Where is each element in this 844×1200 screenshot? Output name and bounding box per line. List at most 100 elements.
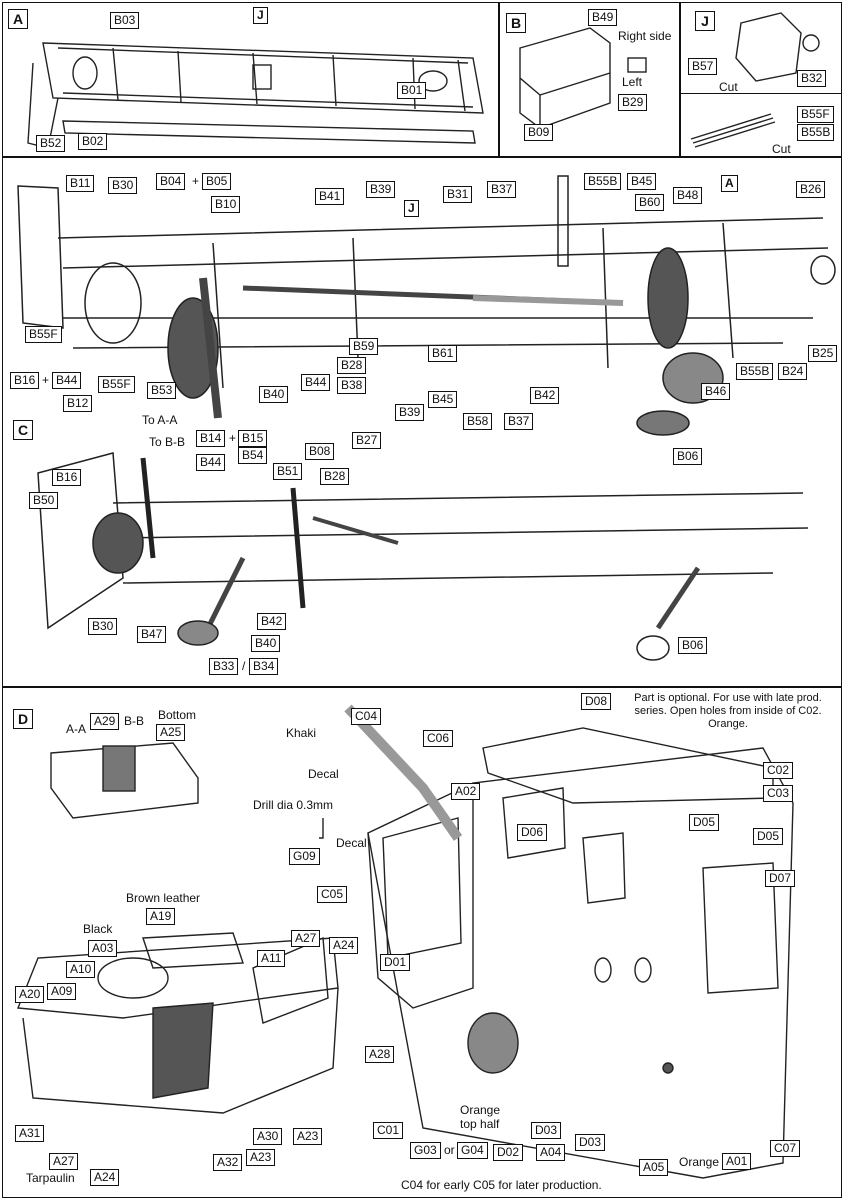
ref-b45-mid: B45 [428, 391, 458, 408]
ref-a29: A29 [90, 713, 120, 730]
ref-b02: B02 [78, 133, 108, 150]
ref-b41: B41 [315, 188, 345, 205]
ref-b61: B61 [428, 345, 458, 362]
ref-g04: G04 [457, 1142, 488, 1159]
ref-b28-c: B28 [320, 468, 350, 485]
note-b-b: B-B [124, 714, 145, 728]
ref-b08: B08 [305, 443, 335, 460]
note-drill: Drill dia 0.3mm [253, 798, 334, 812]
note-khaki: Khaki [286, 726, 317, 740]
note-optional: Part is optional. For use with late prod… [634, 692, 822, 730]
ref-b42-c: B42 [257, 613, 287, 630]
ref-b52: B52 [36, 135, 66, 152]
note-decal-1: Decal [308, 767, 339, 781]
cab-assembly-drawing [17, 704, 794, 1179]
ref-b53: B53 [147, 382, 177, 399]
ref-d01: D01 [380, 954, 411, 971]
ref-b47: B47 [137, 626, 167, 643]
ref-g09: G09 [289, 848, 320, 865]
ref-b38: B38 [337, 377, 367, 394]
ref-b55b-top: B55B [584, 173, 622, 190]
ref-b39-bot: B39 [395, 404, 425, 421]
section-letter-d: D [13, 709, 33, 729]
ref-j: J [253, 7, 268, 24]
ref-a27-top: A27 [291, 930, 321, 947]
ref-b03: B03 [110, 12, 140, 29]
ref-b55f-mid: B55F [98, 376, 135, 393]
ref-a25: A25 [156, 724, 186, 741]
ref-b30: B30 [108, 177, 138, 194]
ref-b40-c: B40 [251, 635, 281, 652]
spring-drawing [690, 113, 776, 148]
ref-b55f-j: B55F [797, 106, 834, 123]
section-letter-c: C [13, 420, 33, 440]
ref-a31: A31 [15, 1125, 45, 1142]
ref-b45-top: B45 [627, 173, 657, 190]
section-letter-a: A [8, 9, 28, 29]
ref-c05: C05 [317, 886, 348, 903]
note-orange: Orange [679, 1155, 720, 1169]
ref-a32: A32 [213, 1154, 243, 1171]
ref-b12: B12 [63, 395, 93, 412]
ref-b34: B34 [249, 658, 279, 675]
ref-d05-b: D05 [753, 828, 784, 845]
ref-b25: B25 [808, 345, 838, 362]
ref-a10: A10 [66, 961, 96, 978]
ref-d08: D08 [581, 693, 612, 710]
note-tarpaulin: Tarpaulin [26, 1171, 75, 1185]
ref-b60: B60 [635, 194, 665, 211]
note-black: Black [83, 922, 113, 936]
ref-a27-bot: A27 [49, 1153, 79, 1170]
ref-b46: B46 [701, 383, 731, 400]
note-decal-2: Decal [336, 836, 367, 850]
note-to-a-a: To A-A [142, 413, 178, 427]
ref-b57: B57 [688, 58, 718, 75]
ref-b39-top: B39 [366, 181, 396, 198]
ref-b10: B10 [211, 196, 241, 213]
ref-b49: B49 [588, 9, 618, 26]
ref-a05: A05 [639, 1159, 669, 1176]
section-letter-b: B [506, 13, 526, 33]
chassis-assembly-drawing [17, 175, 836, 661]
ref-j-main: J [404, 200, 419, 217]
ref-c07: C07 [770, 1140, 801, 1157]
note-orange-top-half: Orange top half [460, 1103, 501, 1131]
ref-b32: B32 [797, 70, 827, 87]
ref-b06-bot: B06 [678, 637, 708, 654]
ref-d03-b: D03 [575, 1134, 606, 1151]
ref-g03: G03 [410, 1142, 441, 1159]
panel-j-springs: B55F B55B Cut [680, 93, 842, 157]
ref-b16-c: B16 [52, 469, 82, 486]
panel-b: B B49 Right side Left B29 B09 [499, 2, 680, 157]
ref-b50: B50 [29, 492, 59, 509]
ref-b01: B01 [397, 82, 427, 99]
ref-d03-a: D03 [531, 1122, 562, 1139]
ref-c04: C04 [351, 708, 382, 725]
panel-d: D A-A A29 B-B Bottom A25 D08 Part is opt… [2, 687, 842, 1198]
ref-d05-a: D05 [689, 814, 720, 831]
ref-d06: D06 [517, 824, 548, 841]
ref-a04: A04 [536, 1144, 566, 1161]
panel-j: J B57 Cut B32 [680, 2, 842, 94]
note-or: or [444, 1143, 455, 1157]
ref-a03: A03 [88, 940, 118, 957]
note-a-a: A-A [66, 722, 87, 736]
ref-b37-bot: B37 [504, 413, 534, 430]
ref-b44-c: B44 [196, 454, 226, 471]
ref-a30: A30 [253, 1128, 283, 1145]
ref-a09: A09 [47, 983, 77, 1000]
ref-a24-bot: A24 [90, 1169, 120, 1186]
ref-b31: B31 [443, 186, 473, 203]
panel-a: A B03 J B01 B52 B02 [2, 2, 499, 157]
ref-a02: A02 [451, 783, 481, 800]
ref-b59: B59 [349, 338, 379, 355]
ref-a20: A20 [15, 986, 45, 1003]
note-cut-1: Cut [719, 80, 738, 94]
note-left: Left [622, 75, 643, 89]
ref-a11: A11 [257, 950, 286, 967]
note-to-b-b: To B-B [149, 435, 186, 449]
ref-b37-top: B37 [487, 181, 517, 198]
ref-b51: B51 [273, 463, 303, 480]
ref-b33: B33 [209, 658, 239, 675]
ref-b55f-main: B55F [25, 326, 62, 343]
